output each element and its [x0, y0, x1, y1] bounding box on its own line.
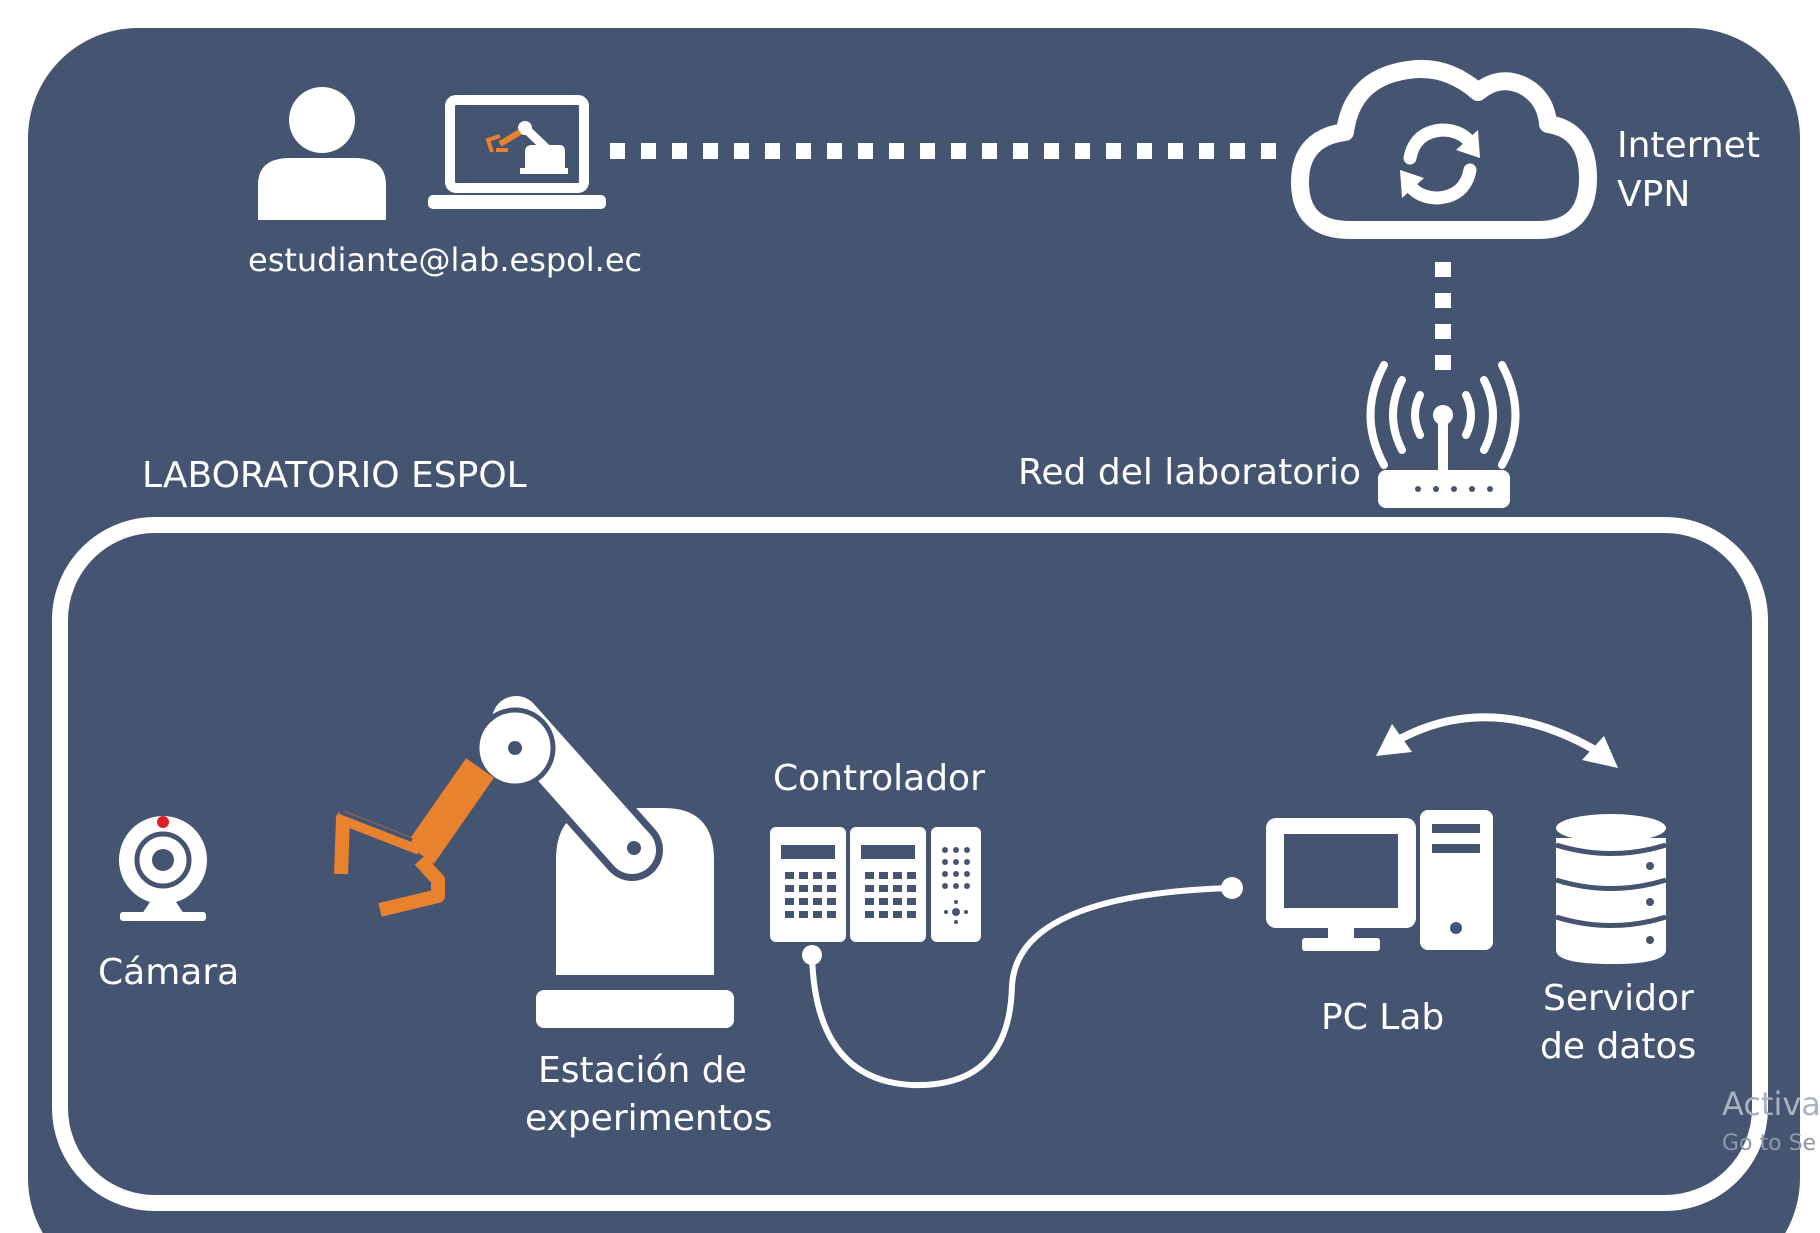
station-label-1: Estación de — [538, 1050, 747, 1091]
camera-icon — [119, 816, 207, 921]
controller-icon — [770, 827, 981, 942]
watermark-line2: Go to Se — [1722, 1131, 1816, 1156]
server-label-2: de datos — [1540, 1026, 1696, 1067]
camera-label: Cámara — [98, 952, 239, 993]
robot-arm-icon — [334, 689, 734, 1028]
pc-icon — [1266, 810, 1493, 951]
cloud-label-internet: Internet — [1617, 125, 1760, 166]
cloud-label-vpn: VPN — [1617, 174, 1690, 215]
controller-pc-cable — [809, 885, 1231, 1089]
user-email: estudiante@lab.espol.ec — [248, 241, 642, 279]
sync-arrow — [1376, 713, 1618, 768]
camera-led — [157, 816, 169, 828]
pc-label: PC Lab — [1321, 997, 1444, 1038]
sync-icon — [1403, 123, 1477, 205]
network-label: Red del laboratorio — [1018, 452, 1361, 493]
mini-robot-icon — [485, 121, 568, 174]
watermark-line1: Activa — [1722, 1085, 1820, 1123]
cloud-icon — [1291, 60, 1597, 239]
cable-end-controller — [802, 945, 822, 965]
server-label-1: Servidor — [1543, 978, 1694, 1019]
cable-end-pc — [1221, 877, 1243, 899]
server-icon — [1555, 814, 1667, 964]
user-icon — [258, 87, 386, 220]
controller-label: Controlador — [773, 758, 985, 799]
lab-title: LABORATORIO ESPOL — [142, 455, 527, 496]
station-label-2: experimentos — [525, 1098, 773, 1139]
router-icon — [1366, 361, 1520, 508]
laptop-icon — [428, 95, 606, 209]
background-panel — [28, 28, 1800, 1233]
lab-boundary — [52, 517, 1768, 1211]
